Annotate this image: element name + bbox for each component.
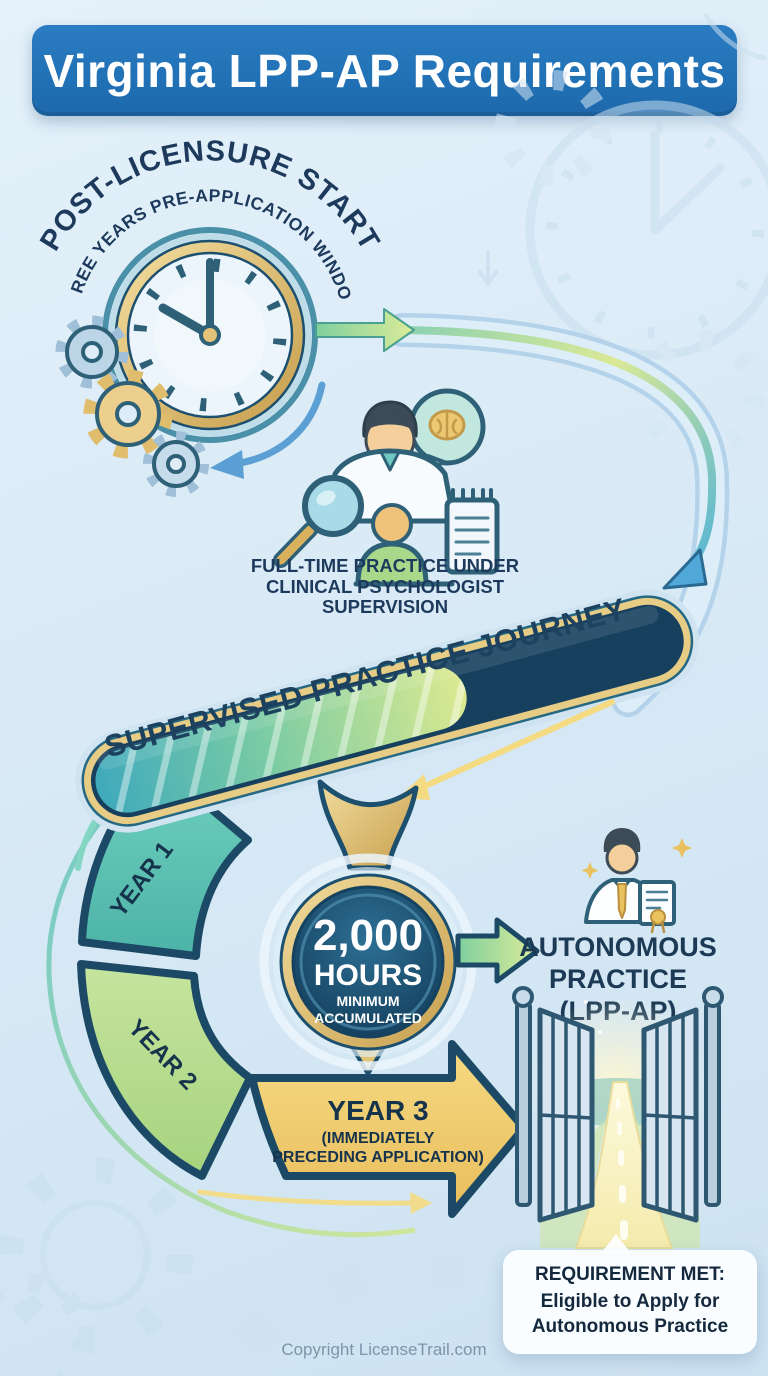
requirement-line1: REQUIREMENT MET: (535, 1264, 725, 1285)
hours-sub2: ACCUMULATED (314, 1010, 422, 1026)
requirement-line3: Autonomous Practice (531, 1316, 729, 1338)
sparkle-icon (672, 838, 692, 858)
outcome-line1: AUTONOMOUS (519, 932, 717, 962)
bubble-tail (602, 1234, 630, 1252)
year3-sub1: (IMMEDIATELY (322, 1130, 435, 1147)
supervision-caption: FULL-TIME PRACTICE UNDER CLINICAL PSYCHO… (251, 555, 519, 617)
background-gears-watermark (0, 1157, 664, 1376)
clock-exit-arrow-icon (315, 308, 415, 352)
hours-sub1: MINIMUM (337, 993, 400, 1009)
band-arrowhead-icon (662, 548, 708, 590)
brain-speech-bubble-icon (408, 388, 486, 476)
certificate-person-icon (581, 828, 692, 934)
open-gates-icon (512, 986, 724, 1223)
hours-badge: 2,000 HOURS MINIMUM ACCUMULATED (259, 853, 477, 1071)
outcome-arrow-icon (455, 917, 540, 984)
cycle-arrow-icon (230, 381, 326, 468)
hours-value: 2,000 (313, 911, 423, 960)
yellow-arrow (413, 699, 615, 793)
copyright: Copyright LicenseTrail.com (281, 1340, 487, 1359)
requirement-bubble: REQUIREMENT MET: Eligible to Apply for A… (503, 1234, 757, 1354)
clock-icon (102, 227, 318, 443)
cycle-arrowhead-icon (210, 450, 244, 479)
hours-unit: HOURS (314, 959, 422, 992)
supervision-line1: FULL-TIME PRACTICE UNDER (251, 555, 519, 576)
year3-sub2: PRECEDING APPLICATION) (272, 1149, 484, 1166)
left-gate-door (512, 986, 595, 1223)
gears-icon (55, 315, 209, 497)
outcome-line2: PRACTICE (549, 964, 687, 994)
right-gate-door (641, 986, 724, 1223)
year3-arrow (248, 1040, 528, 1218)
patient-icon (353, 503, 455, 587)
psychologist-icon (273, 388, 500, 587)
requirement-line2: Eligible to Apply for (540, 1290, 720, 1312)
title-banner: Virginia LPP-AP Requirements (32, 25, 737, 116)
page-title: Virginia LPP-AP Requirements (43, 44, 726, 97)
year3-label: YEAR 3 (327, 1095, 428, 1126)
notepad-icon (444, 488, 500, 575)
badge-stem (317, 779, 419, 871)
background-clock-watermark (478, 12, 768, 460)
supervision-line2: CLINICAL PSYCHOLOGIST (266, 576, 505, 597)
thin-yellow-arrow (197, 1189, 415, 1206)
year3-label-group: YEAR 3 (IMMEDIATELY PRECEDING APPLICATIO… (272, 1095, 484, 1166)
progress-bar (75, 589, 700, 833)
thin-yellow-arrowhead-icon (410, 1192, 432, 1214)
magnifier-icon (273, 475, 364, 568)
year2-segment (77, 960, 254, 1180)
sparkle-icon (581, 862, 599, 879)
tie-icon (617, 883, 627, 919)
supervision-line3: SUPERVISION (322, 596, 448, 617)
certificate-icon (638, 880, 676, 934)
